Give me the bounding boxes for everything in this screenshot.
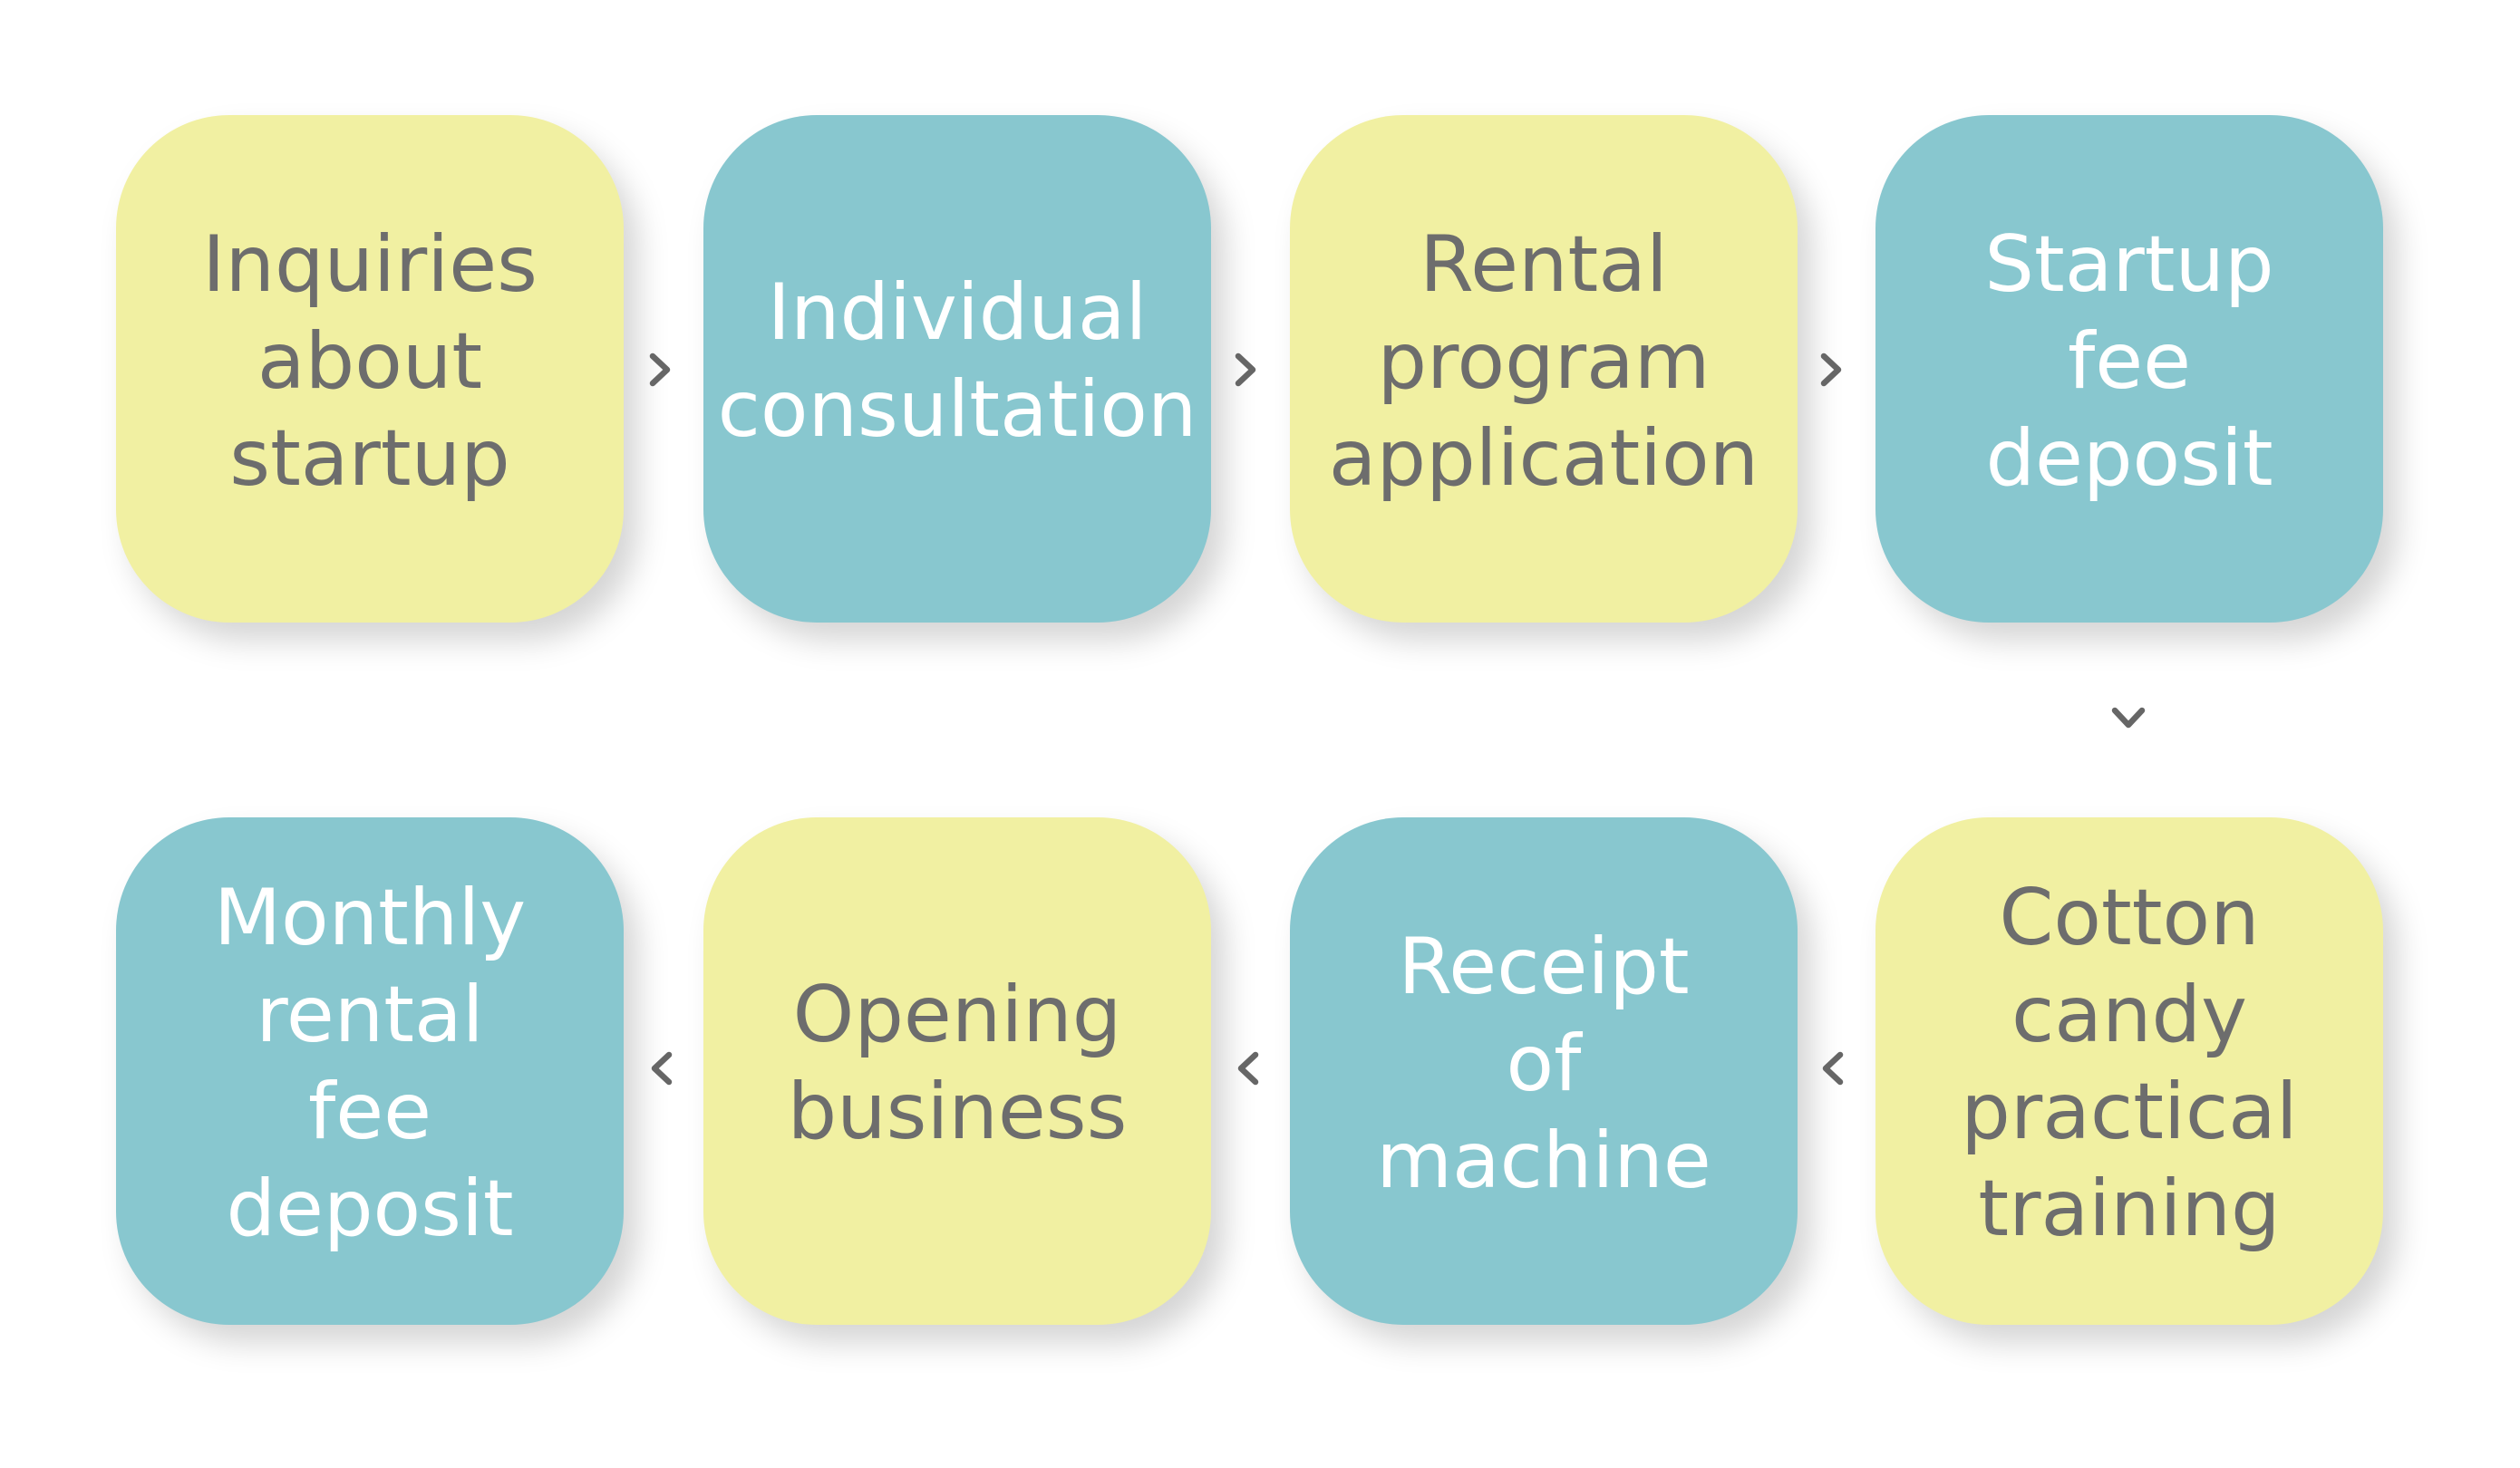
step-monthly-rental-fee-deposit: Monthly rental fee deposit	[116, 817, 624, 1325]
step-startup-fee-deposit: Startup fee deposit	[1875, 115, 2383, 623]
step-receipt-of-machine: Receipt of machine	[1290, 817, 1798, 1325]
chevron-right-icon	[640, 350, 680, 390]
step-label: Receipt of machine	[1376, 921, 1711, 1206]
step-label: Inquiries about startup	[202, 218, 538, 504]
step-label: Opening business	[787, 970, 1128, 1157]
chevron-left-icon	[642, 1048, 682, 1088]
chevron-right-icon	[1226, 350, 1265, 390]
step-rental-program-application: Rental program application	[1290, 115, 1798, 623]
step-inquiries-about-startup: Inquiries about startup	[116, 115, 624, 623]
step-label: Cotton candy practical training	[1961, 873, 2298, 1254]
chevron-left-icon	[1813, 1048, 1853, 1088]
chevron-right-icon	[1811, 350, 1851, 390]
chevron-down-icon	[2108, 698, 2148, 738]
step-label: Startup fee deposit	[1984, 218, 2274, 504]
step-label: Monthly rental fee deposit	[213, 873, 527, 1254]
step-label: Rental program application	[1328, 218, 1759, 504]
chevron-left-icon	[1228, 1048, 1268, 1088]
step-opening-business: Opening business	[703, 817, 1211, 1325]
step-individual-consultation: Individual consultation	[703, 115, 1211, 623]
step-cotton-candy-practical-training: Cotton candy practical training	[1875, 817, 2383, 1325]
step-label: Individual consultation	[717, 267, 1197, 455]
